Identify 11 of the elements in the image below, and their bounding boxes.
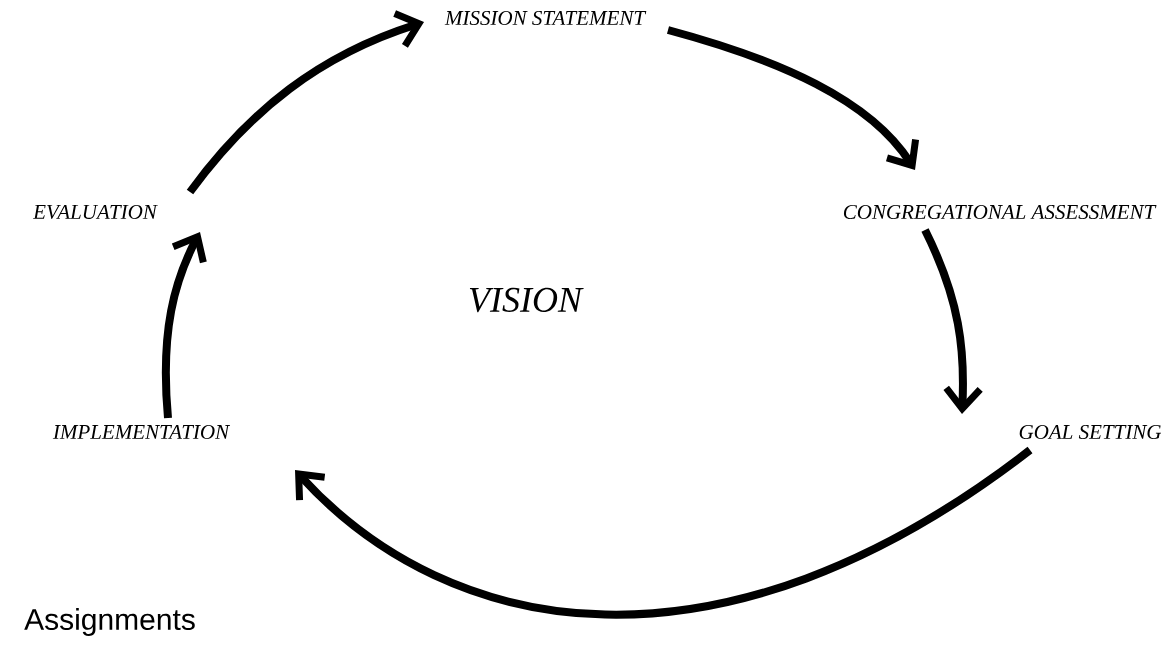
curved-arrow: [295, 446, 1033, 619]
curved-arrow: [186, 10, 424, 195]
step-label: MISSION STATEMENT: [444, 10, 647, 26]
step-label: IMPLEMENTATION: [52, 424, 231, 440]
curved-arrow: [666, 26, 920, 170]
center-label: VISION: [469, 287, 584, 313]
step-label: EVALUATION: [32, 204, 158, 220]
curved-arrow: [921, 228, 983, 414]
step-label: GOAL SETTING: [1019, 424, 1161, 440]
heading: Assignments: [24, 608, 195, 636]
step-label: CONGREGATIONAL ASSESSMENT: [843, 204, 1157, 220]
